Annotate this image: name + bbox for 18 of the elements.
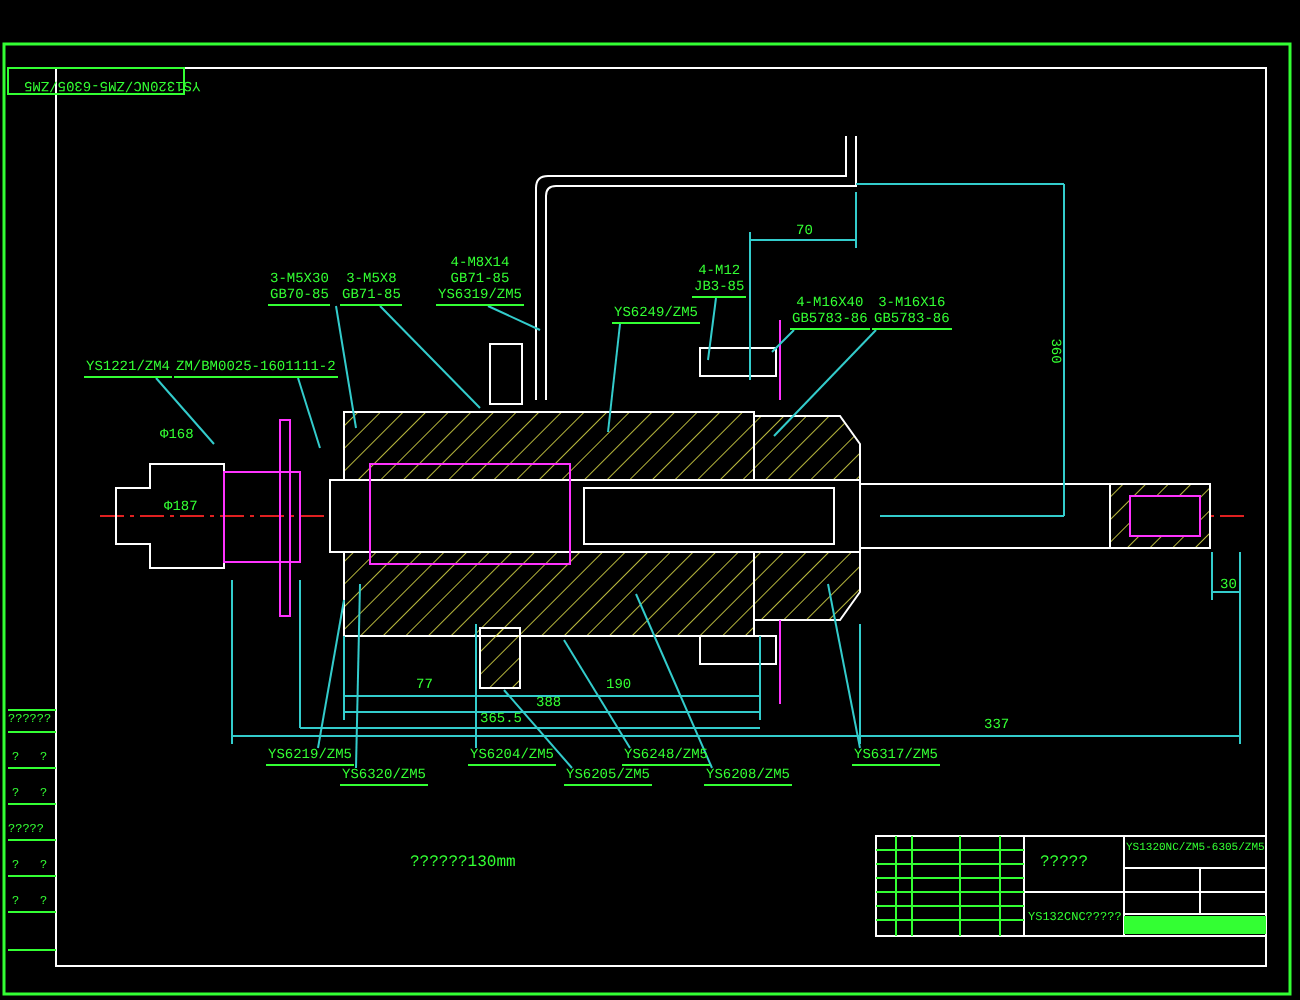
leader-line <box>297 377 321 449</box>
note-text: ??????130mm <box>410 856 516 872</box>
note-text: ????? <box>1040 856 1089 872</box>
leader-line <box>773 329 877 437</box>
leader-line <box>607 323 621 433</box>
leader-line <box>379 305 481 409</box>
leader-line <box>563 639 631 749</box>
leader-line <box>317 599 345 749</box>
leader-line <box>335 305 357 429</box>
leader-line <box>155 377 215 445</box>
leader-line <box>503 689 573 769</box>
leader-line <box>707 297 717 361</box>
leader-line <box>771 329 795 353</box>
leader-line <box>475 623 477 749</box>
leader-line <box>487 305 541 331</box>
leader-line <box>355 583 361 769</box>
leader-line <box>827 583 861 749</box>
leader-line <box>635 593 713 769</box>
